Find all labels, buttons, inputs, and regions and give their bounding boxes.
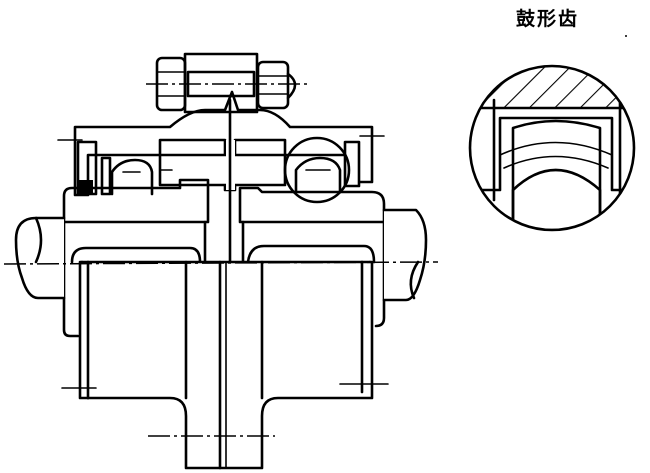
right-shaft bbox=[382, 208, 428, 302]
right-seal bbox=[283, 136, 361, 204]
detail-callout-circle bbox=[283, 136, 351, 204]
center-line bbox=[3, 261, 439, 265]
left-seal bbox=[76, 140, 173, 196]
detail-label: 鼓形齿 bbox=[516, 8, 580, 30]
left-shaft bbox=[14, 216, 66, 300]
detail-view-drum-tooth bbox=[468, 64, 636, 232]
coupling-body bbox=[61, 260, 389, 470]
bolt-assembly bbox=[146, 52, 310, 114]
